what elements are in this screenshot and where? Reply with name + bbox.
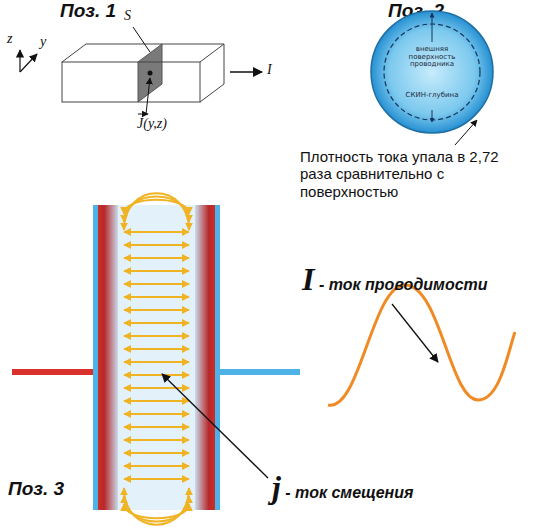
axis-label: z [7,31,12,47]
caption-note: Плотность тока упала в 2,72 раза сравнит… [300,148,505,200]
displacement-arrow [124,426,189,428]
section-label: S [124,8,131,24]
displacement-arrow [124,309,189,311]
point [148,71,153,76]
lead-wire [220,369,300,375]
density-label: J(y,z) [137,116,167,132]
displacement-arrow [124,374,189,376]
displacement-arrow [124,322,189,324]
displacement-arrow [124,478,189,480]
displacement-arrow [124,231,189,233]
fringe-arc [124,488,189,525]
field-lines [124,193,189,525]
displacement-arrow [124,452,189,454]
displacement-arrow [124,244,189,246]
node-text: внешняя поверхность проводника [404,46,460,69]
displacement-arrow [124,283,189,285]
fringe-arc [124,197,189,223]
leader-line [146,78,150,114]
sine-wave [328,285,515,405]
current-label: j - ток смещения [272,470,413,505]
displacement-arrow [124,296,189,298]
capacitor-plate [195,205,220,510]
displacement-arrow [124,439,189,441]
current-label: I [267,62,272,78]
conductor-bar [62,44,224,102]
leader-line [133,27,150,52]
conductor-circle [370,10,494,134]
displacement-arrow [124,361,189,363]
current-label: I - ток проводимости [302,262,488,297]
vector-arrow [138,114,148,115]
fringe-arc [124,496,189,522]
fringe-arc [124,193,189,230]
displacement-arrow [124,335,189,337]
leader-line [162,374,268,478]
displacement-arrow [124,257,189,259]
current-arrow [230,71,262,73]
displacement-arrow [124,387,189,389]
leader-line [392,304,438,362]
dielectric-gap [118,205,195,510]
displacement-arrow [124,413,189,415]
lead-wire [12,369,94,375]
displacement-arrow [124,348,189,350]
axis-label: y [40,34,46,50]
axes [20,50,37,72]
displacement-arrow [124,400,189,402]
position-label: Поз. 1 [60,0,116,22]
displacement-arrow [124,465,189,467]
node-text: СКИН-глубина [392,92,472,100]
conductor-section: внешняя поверхность проводникаСКИН-глуби… [370,10,494,134]
position-label: Поз. 3 [8,478,64,500]
capacitor-plate [93,205,118,510]
displacement-arrow [124,270,189,272]
